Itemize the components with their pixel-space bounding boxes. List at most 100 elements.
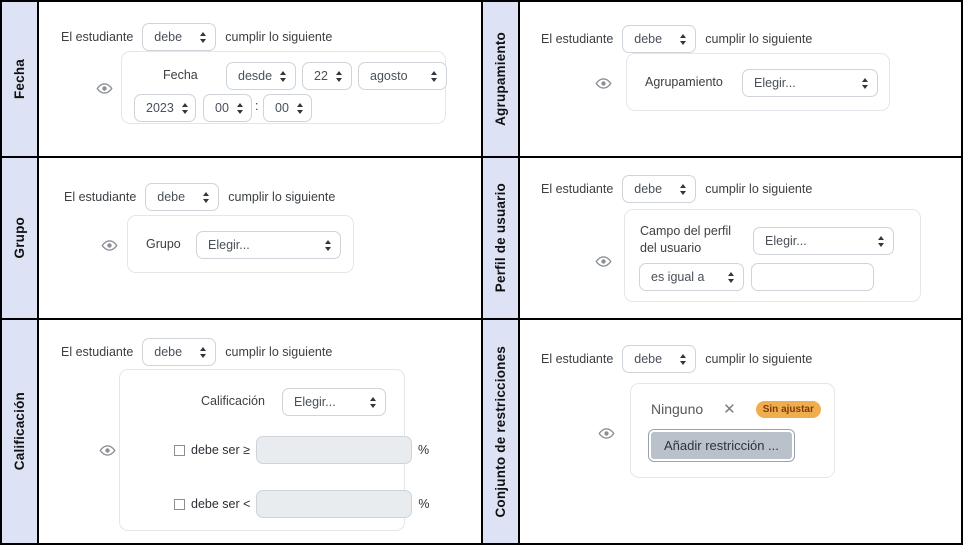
cell-perfil-usuario-body: El estudiante debe cumplir lo siguiente … [520,158,961,318]
restriction-none-row: Ninguno ✕ Sin ajustar [651,401,821,418]
date-direction-select[interactable]: desde [226,62,296,90]
operator-select-grupo-value: debe [157,190,186,204]
headline-prefix: El estudiante [541,32,614,46]
date-minute-select[interactable]: 00 [263,94,312,122]
date-day-select[interactable]: 22 [302,62,352,90]
chevron-updown-icon [862,77,869,90]
chevron-updown-icon [296,102,304,115]
row-label-calificacion: Calificación [2,320,39,543]
row-label-grupo-text: Grupo [11,217,27,259]
chevron-updown-icon [203,191,210,204]
grupo-select-value: Elegir... [208,238,250,252]
date-month-select[interactable]: agosto [358,62,447,90]
headline-fecha: El estudiante debe cumplir lo siguiente [61,23,332,51]
min-grade-percent: % [417,443,430,457]
eye-icon[interactable] [595,75,612,92]
eye-icon[interactable] [99,442,116,459]
headline-suffix: cumplir lo siguiente [228,190,336,204]
headline-suffix: cumplir lo siguiente [225,345,333,359]
chevron-updown-icon [181,102,189,115]
cell-calificacion-body: El estudiante debe cumplir lo siguiente … [39,320,481,543]
eye-icon[interactable] [101,237,118,254]
cell-fecha-body: El estudiante debe cumplir lo siguiente … [39,2,481,156]
row-label-conjunto-restricciones: Conjunto de restricciones [483,320,520,543]
chevron-updown-icon [680,33,687,46]
grupo-panel: Grupo Elegir... [127,215,354,273]
perfil-field-select[interactable]: Elegir... [753,227,894,255]
row-label-perfil-usuario-text: Perfil de usuario [492,183,508,293]
operator-select-grupo[interactable]: debe [145,183,220,211]
date-direction-value: desde [238,69,273,83]
max-grade-checkbox[interactable] [174,498,185,510]
perfil-field-select-value: Elegir... [765,234,807,248]
calificacion-select-value: Elegir... [294,395,336,409]
time-separator: : [255,99,259,113]
calificacion-field-label: Calificación [201,394,265,408]
min-grade-checkbox[interactable] [174,444,185,456]
chevron-updown-icon [200,346,207,359]
row-label-fecha: Fecha [2,2,39,156]
chevron-updown-icon [236,102,244,115]
chevron-updown-icon [325,239,332,252]
date-year-select[interactable]: 2023 [134,94,196,122]
eye-icon[interactable] [595,253,612,270]
cell-conjunto-body: El estudiante debe cumplir lo siguiente [520,320,961,543]
max-grade-input[interactable] [256,490,413,518]
row-label-grupo: Grupo [2,158,39,318]
max-grade-percent: % [418,497,430,511]
row-label-perfil-usuario: Perfil de usuario [483,158,520,318]
chevron-updown-icon [370,396,377,409]
headline-calificacion: El estudiante debe cumplir lo siguiente [61,338,332,366]
operator-select-perfil[interactable]: debe [622,175,697,203]
operator-select-agrupamiento[interactable]: debe [622,25,697,53]
operator-select-perfil-value: debe [634,182,663,196]
min-grade-row: debe ser ≥ % [174,436,429,464]
chevron-updown-icon [280,70,287,83]
operator-select-calificacion[interactable]: debe [142,338,217,366]
agrupamiento-field-label: Agrupamiento [645,75,723,89]
eye-icon[interactable] [598,425,615,442]
chevron-updown-icon [431,70,438,83]
headline-suffix: cumplir lo siguiente [705,352,813,366]
min-grade-input[interactable] [255,436,412,464]
headline-prefix: El estudiante [64,190,137,204]
operator-select-conjunto[interactable]: debe [622,345,697,373]
date-hour-select[interactable]: 00 [203,94,252,122]
headline-suffix: cumplir lo siguiente [225,30,333,44]
add-restriction-button-label: Añadir restricción ... [664,438,779,453]
max-grade-label: debe ser < [191,497,251,511]
cell-agrupamiento: Agrupamiento El estudiante debe cumplir … [481,0,963,156]
operator-select-calificacion-value: debe [154,345,183,359]
grupo-field-label: Grupo [146,237,181,251]
perfil-value-input[interactable] [751,263,874,291]
grupo-select[interactable]: Elegir... [196,231,341,259]
restriction-none-label: Ninguno [651,401,704,418]
fecha-panel: Fecha desde 22 agosto 2023 [121,51,447,124]
operator-select-fecha[interactable]: debe [142,23,217,51]
headline-prefix: El estudiante [541,352,614,366]
fecha-field-label: Fecha [163,68,198,82]
chevron-updown-icon [336,70,343,83]
cell-perfil-usuario: Perfil de usuario El estudiante debe cum… [481,156,963,318]
close-icon[interactable]: ✕ [723,400,736,418]
perfil-comparison-select[interactable]: es igual a [639,263,744,291]
headline-agrupamiento: El estudiante debe cumplir lo siguiente [541,25,812,53]
calificacion-select[interactable]: Elegir... [282,388,386,416]
operator-select-fecha-value: debe [154,30,183,44]
date-year-value: 2023 [146,101,174,115]
row-label-calificacion-text: Calificación [11,392,27,471]
row-label-agrupamiento: Agrupamiento [483,2,520,156]
cell-fecha: Fecha El estudiante debe cumplir lo sigu… [0,0,481,156]
headline-suffix: cumplir lo siguiente [705,182,813,196]
chevron-updown-icon [200,31,207,44]
eye-icon[interactable] [96,80,113,97]
max-grade-row: debe ser < % [174,490,430,518]
agrupamiento-select[interactable]: Elegir... [742,69,878,97]
row-label-agrupamiento-text: Agrupamiento [492,32,508,126]
headline-perfil: El estudiante debe cumplir lo siguiente [541,175,812,203]
chevron-updown-icon [878,235,885,248]
add-restriction-button[interactable]: Añadir restricción ... [648,429,795,462]
agrupamiento-select-value: Elegir... [754,76,796,90]
